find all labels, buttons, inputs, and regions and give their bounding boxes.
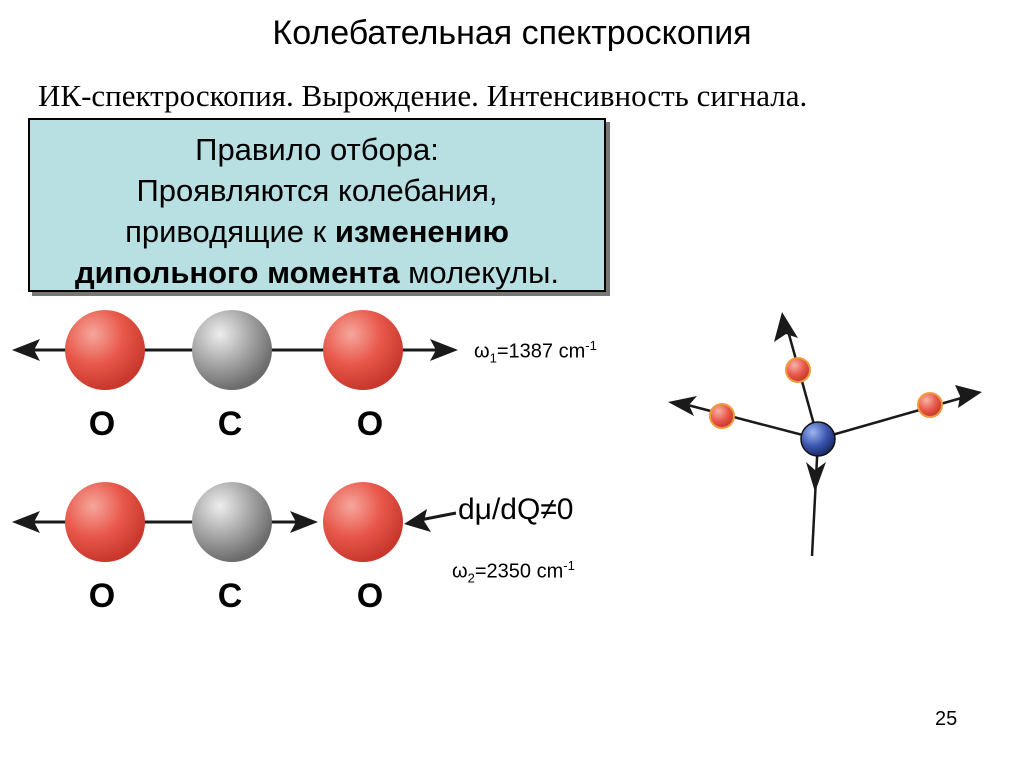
- rule-line-4: дипольного момента молекулы.: [30, 252, 604, 293]
- bond-line: [817, 393, 973, 441]
- arrow-right-icon: [955, 385, 982, 408]
- arrow-down-icon: [806, 462, 826, 492]
- rule-line-4-suffix: молекулы.: [399, 255, 559, 290]
- omega-subscript: 1: [489, 350, 497, 366]
- co2-mode-2: [12, 482, 457, 562]
- frequency-value: =2350 cm: [474, 560, 564, 583]
- bond-line: [679, 401, 819, 441]
- arrow-left-icon: [12, 511, 40, 533]
- push-arrow-shaft: [419, 511, 457, 522]
- page-number: 25: [935, 708, 958, 730]
- atom-label-c: C: [217, 405, 243, 443]
- atom-label-o: O: [88, 577, 116, 615]
- oxygen-atom: [323, 482, 403, 562]
- oxygen-atom: [65, 482, 145, 562]
- oxygen-atom: [323, 310, 403, 390]
- selection-rule-box: Правило отбора: Проявляются колебания, п…: [28, 118, 606, 292]
- frequency-omega-1: ω1=1387 cm-1: [474, 338, 597, 366]
- omega-symbol: ω: [474, 340, 490, 363]
- page-title: Колебательная спектроскопия: [272, 14, 752, 52]
- frequency-unit-exponent: -1: [585, 338, 597, 353]
- rule-line-3-bold: изменению: [334, 214, 509, 249]
- center-atom: [800, 421, 836, 457]
- peripheral-atom: [785, 357, 811, 383]
- rule-line-2: Проявляются колебания,: [136, 173, 498, 208]
- omega-subscript: 2: [467, 570, 475, 586]
- peripheral-atom: [917, 392, 943, 418]
- tetrahedral-molecule: [668, 312, 982, 557]
- frequency-value: =1387 cm: [496, 340, 586, 363]
- oxygen-atom: [65, 310, 145, 390]
- arrow-right-icon: [290, 511, 318, 533]
- atom-label-o: O: [356, 405, 384, 443]
- subtitle: ИК-спектроскопия. Вырождение. Интенсивно…: [38, 78, 808, 113]
- dipole-condition: dμ/dQ≠0: [458, 493, 574, 526]
- peripheral-atom: [709, 403, 735, 429]
- atom-label-o: O: [88, 405, 116, 443]
- arrow-left-icon: [668, 396, 697, 416]
- atom-label-o: O: [356, 577, 384, 615]
- carbon-atom: [192, 482, 272, 562]
- frequency-unit-exponent: -1: [563, 558, 575, 573]
- rule-line-3: приводящие к изменению: [30, 211, 604, 252]
- atom-label-c: C: [217, 577, 243, 615]
- rule-line-4-bold: дипольного момента: [75, 255, 400, 290]
- frequency-omega-2: ω2=2350 cm-1: [452, 558, 575, 586]
- arrow-up-icon: [774, 312, 798, 342]
- carbon-atom: [192, 310, 272, 390]
- arrow-right-icon: [430, 339, 458, 361]
- omega-symbol: ω: [452, 560, 468, 583]
- co2-mode-1: [12, 310, 458, 390]
- rule-line-1: Правило отбора:: [195, 132, 439, 167]
- rule-line-3-prefix: приводящие к: [125, 214, 335, 249]
- arrow-left-icon: [404, 509, 431, 532]
- arrow-left-icon: [12, 339, 40, 361]
- bond-line: [810, 438, 820, 557]
